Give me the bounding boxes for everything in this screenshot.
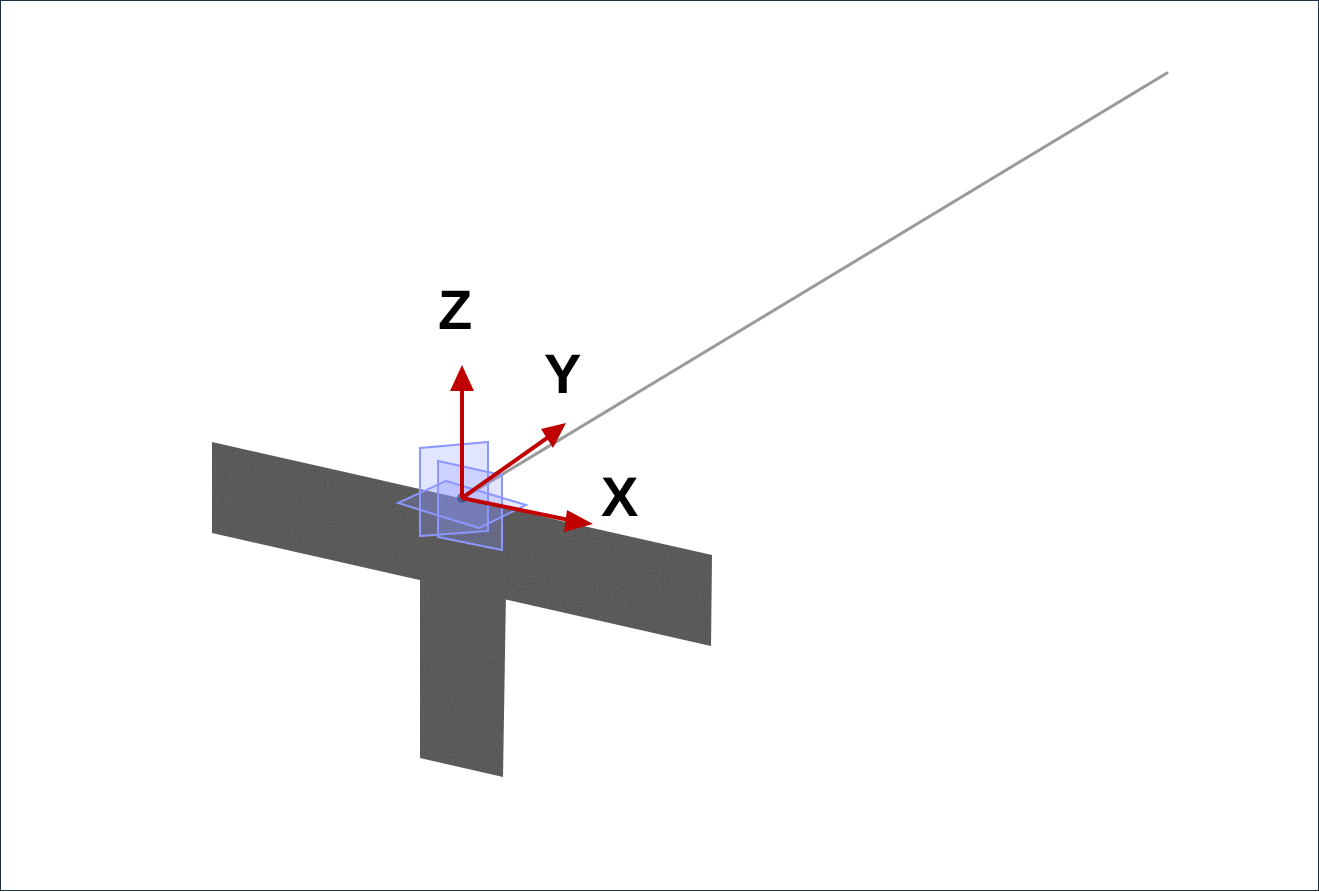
x-axis-arrow bbox=[461, 496, 570, 522]
y-arrowhead bbox=[541, 423, 566, 448]
t-section-flange bbox=[212, 442, 712, 646]
y-axis-label: Y bbox=[544, 342, 581, 405]
x-arrowhead bbox=[564, 510, 593, 532]
z-arrowhead bbox=[450, 365, 474, 391]
x-axis-label: X bbox=[601, 465, 638, 528]
y-axis-arrow bbox=[460, 436, 549, 500]
coordinate-axes bbox=[450, 365, 593, 532]
beam-line bbox=[461, 71, 1169, 500]
z-axis-label: Z bbox=[438, 278, 472, 341]
xy-plane bbox=[395, 479, 529, 530]
t-section-web bbox=[420, 571, 506, 777]
